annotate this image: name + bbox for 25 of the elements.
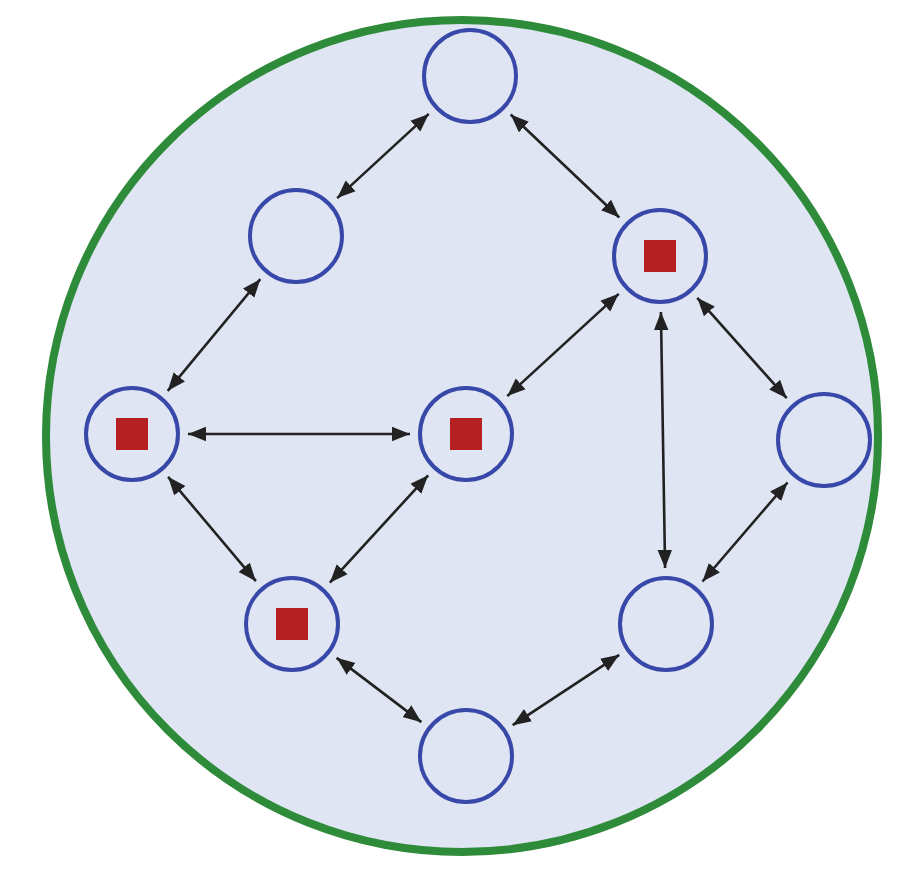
marker-square: [275, 607, 307, 639]
double-arrow: [512, 653, 620, 727]
circle-node: [248, 188, 344, 284]
double-arrow: [506, 292, 620, 398]
circle-node: [422, 28, 518, 124]
double-arrow: [167, 476, 257, 582]
double-arrow: [696, 296, 788, 400]
circle-node: [618, 576, 714, 672]
double-arrow: [336, 112, 430, 200]
double-arrow: [328, 474, 430, 584]
marker-square: [643, 239, 675, 271]
circle-node: [776, 392, 872, 488]
marker-square: [449, 417, 481, 449]
double-arrow: [335, 656, 423, 724]
circle-node: [84, 386, 180, 482]
circle-node: [244, 576, 340, 672]
circle-node: [418, 708, 514, 804]
double-arrow: [188, 426, 410, 442]
circle-node: [612, 208, 708, 304]
double-arrow: [701, 481, 789, 583]
marker-square: [115, 417, 147, 449]
double-arrow: [509, 113, 621, 219]
circle-node: [418, 386, 514, 482]
double-arrow: [166, 278, 262, 392]
double-arrow: [653, 311, 673, 569]
